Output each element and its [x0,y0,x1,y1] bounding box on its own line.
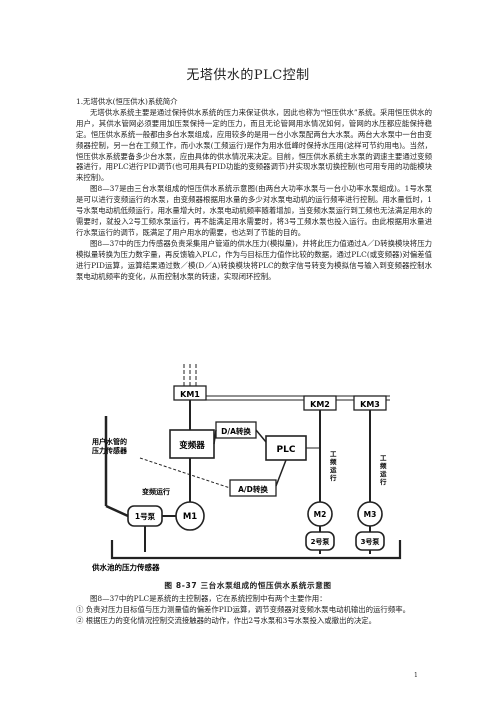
pf-run-label-m3-3: 运 [380,470,387,478]
page-title: 无塔供水的PLC控制 [186,68,310,83]
pf-run-label-m2-2: 频 [330,457,337,466]
motor-m1-label: M1 [183,512,197,522]
motor-m3-label: M3 [364,510,377,519]
pump-1-label: 1号泵 [135,512,156,521]
pipe-sensor-label-2: 压力传感器 [92,446,128,455]
pump-3-label: 3号泵 [361,537,380,546]
page-number: 1 [414,672,418,679]
pump-system-diagram: KM1 KM2 KM3 变频器 D/A转换 PLC A/D转换 M1 M2 M3… [91,364,402,572]
da-converter-label: D/A转换 [221,426,251,436]
plc-role-intro: 图8—37中的PLC是系统的主控制器，它在系统控制中有两个主要作用： [90,594,327,603]
paragraph-3: 图8—37中的压力传感器负责采集用户管道的供水压力(模拟量)，并将此压力值通过A… [76,238,432,281]
section-heading: 1.无塔供水(恒压供水)系统简介 [76,97,178,106]
intro-section: 1.无塔供水(恒压供水)系统简介 无塔供水系统主要是通过保持供水系统的压力来保证… [76,97,432,282]
pipe-sensor-label-1: 用户水管的 [92,437,127,446]
pf-run-label-m3-4: 行 [379,477,387,486]
pf-run-label-m2-3: 运 [330,466,337,474]
list-marker: ② [76,615,84,625]
km2-label: KM2 [310,400,330,409]
plc-label: PLC [277,445,296,455]
km3-label: KM3 [360,400,380,409]
pf-run-label-m2-4: 行 [329,473,337,482]
plc-role-section: 图8—37中的PLC是系统的主控制器，它在系统控制中有两个主要作用： ① 负责对… [76,594,432,627]
pf-run-label-m2-1: 工 [330,450,337,458]
pump-2-label: 2号泵 [311,537,330,546]
list-item: ① 负责对压力目标值与压力测量值的偏差作PID运算，调节变频器对变频水泵电动机输… [76,605,432,616]
list-item-text: 负责对压力目标值与压力测量值的偏差作PID运算，调节变频器对变频水泵电动机输出的… [85,604,410,614]
pf-run-label-m3-1: 工 [380,454,387,462]
list-marker: ① [76,604,84,614]
motor-m2-label: M2 [314,510,327,519]
vf-run-label: 变频运行 [142,487,170,496]
inverter-label: 变频器 [179,440,205,451]
paragraph-2: 图8—37是由三台水泵组成的恒压供水系统示意图(由两台大功率水泵与一台小功率水泵… [76,184,432,237]
km1-label: KM1 [180,390,200,399]
ad-converter-label: A/D转换 [238,484,268,494]
pf-run-label-m3-2: 频 [380,461,387,470]
tank-sensor-label: 供水池的压力传感器 [91,562,160,572]
list-item-text: 根据压力的变化情况控制交流接触器的动作，作出2号水泵和3号水泵投入或撤出的决定。 [85,615,377,625]
figure-caption: 图 8-37 三台水泵组成的恒压供水系统示意图 [164,581,332,590]
paragraph-1: 无塔供水系统主要是通过保持供水系统的压力来保证供水，因此也称为“恒压供水”系统。… [76,107,432,183]
list-item: ② 根据压力的变化情况控制交流接触器的动作，作出2号水泵和3号水泵投入或撤出的决… [76,616,432,627]
